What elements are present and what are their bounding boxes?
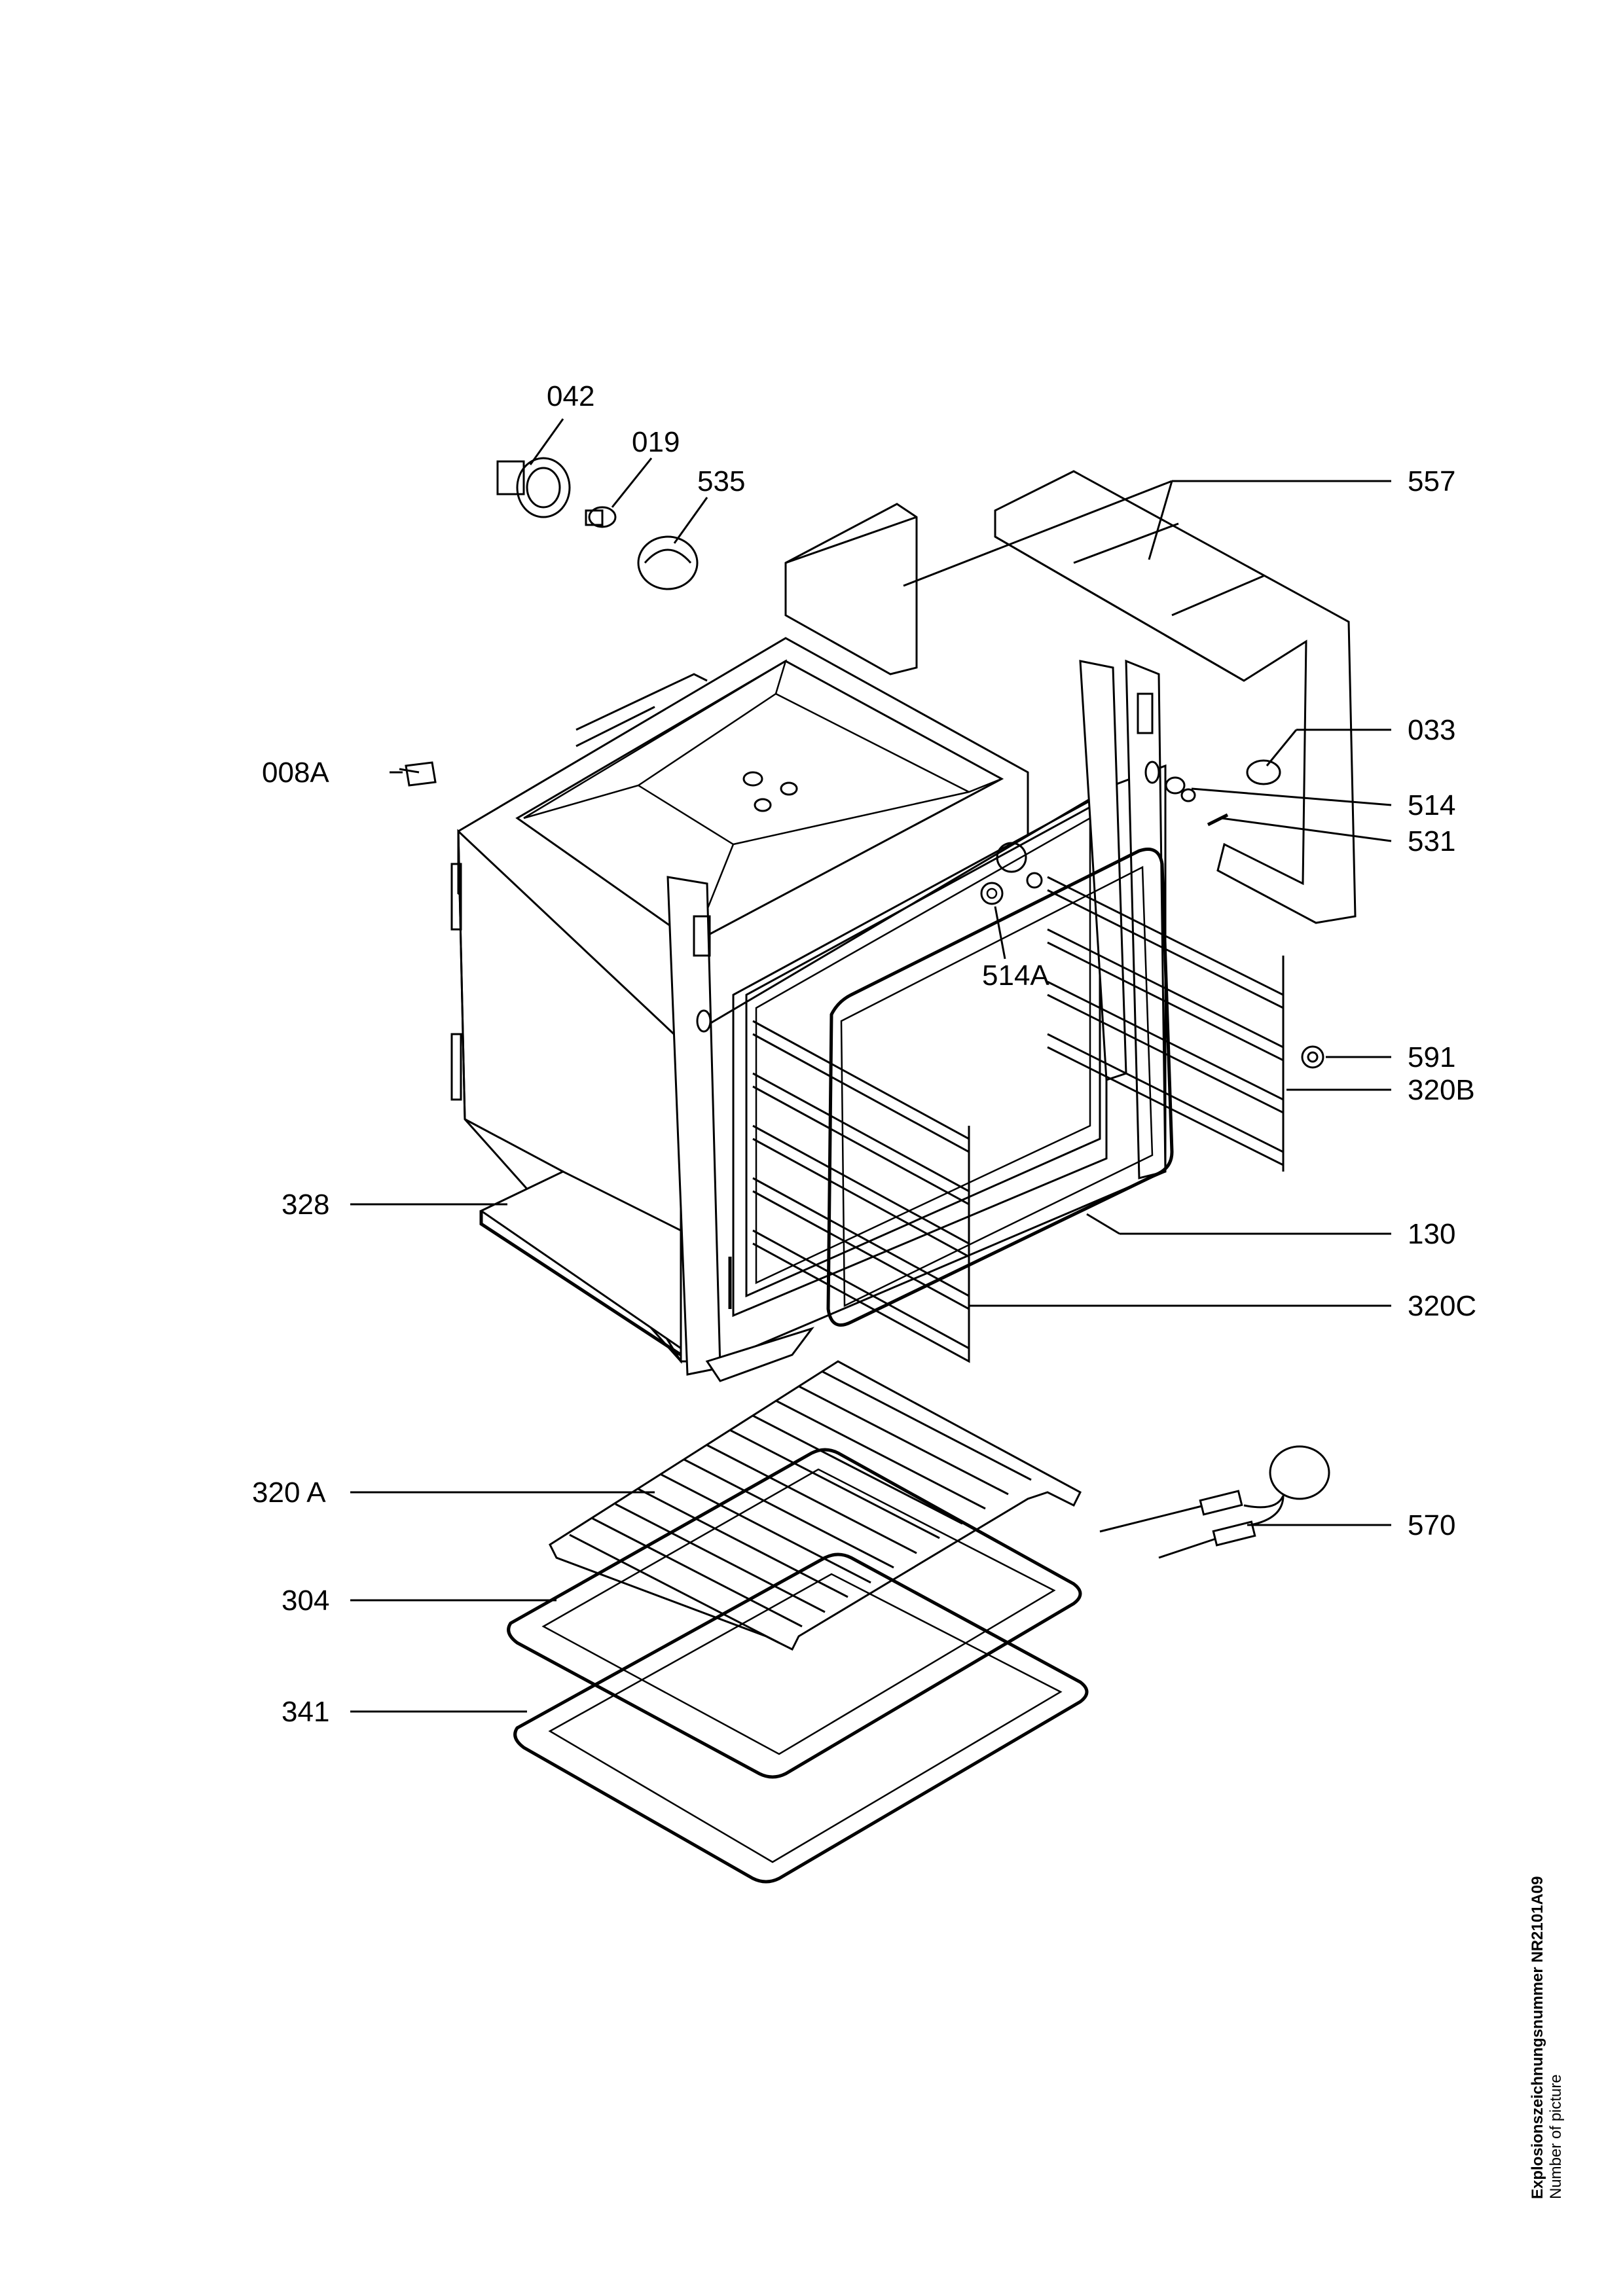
insulation-blocks <box>784 470 1357 924</box>
label-514A: 514A <box>982 960 1049 992</box>
label-042: 042 <box>547 380 594 412</box>
part-labels: 042 019 535 557 008A 033 514 531 514A 59… <box>252 380 1476 1728</box>
label-320B: 320B <box>1408 1074 1475 1106</box>
label-008A: 008A <box>262 757 329 789</box>
label-328: 328 <box>282 1189 329 1221</box>
meat-probe <box>1099 1445 1330 1559</box>
oven-cavity <box>450 637 1167 1382</box>
label-320C: 320C <box>1408 1290 1476 1322</box>
picture-number-title: Explosionszeichnungsnummer NR2101A09 <box>1529 1876 1546 2199</box>
label-514: 514 <box>1408 789 1455 821</box>
lamp-parts <box>496 457 699 590</box>
rail-right <box>1047 876 1285 1172</box>
picture-number-note: Explosionszeichnungsnummer NR2101A09 Num… <box>1529 1806 1565 2199</box>
label-570: 570 <box>1408 1509 1455 1541</box>
picture-number-subtitle: Number of picture <box>1547 2074 1565 2199</box>
label-557: 557 <box>1408 465 1455 497</box>
label-320A: 320 A <box>252 1477 326 1509</box>
bottom-plate <box>479 1170 682 1357</box>
wire-shelf <box>549 1360 1082 1651</box>
label-019: 019 <box>632 426 680 458</box>
leader-lines <box>350 418 1392 1713</box>
label-535: 535 <box>697 465 745 497</box>
door-gasket <box>826 848 1174 1327</box>
label-304: 304 <box>282 1585 329 1617</box>
label-531: 531 <box>1408 825 1455 857</box>
small-parts <box>399 759 1324 1069</box>
label-341: 341 <box>282 1696 329 1728</box>
label-033: 033 <box>1408 714 1455 746</box>
label-591: 591 <box>1408 1041 1455 1073</box>
label-130: 130 <box>1408 1218 1455 1250</box>
rail-left <box>752 1020 970 1363</box>
grill-frame <box>513 1552 1089 1884</box>
baking-tray <box>507 1448 1082 1779</box>
